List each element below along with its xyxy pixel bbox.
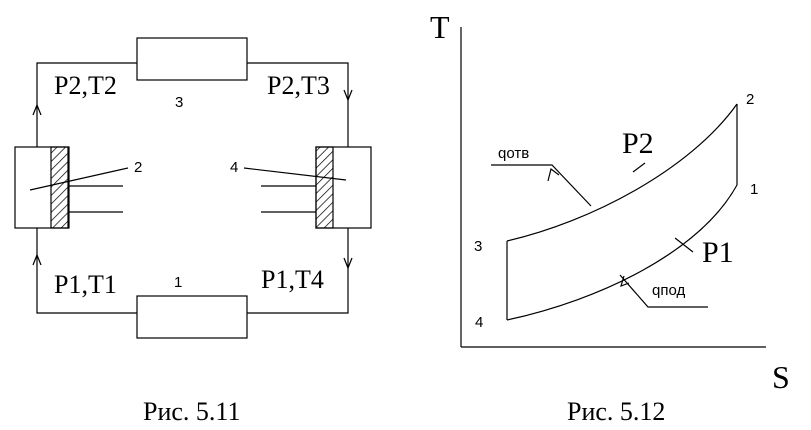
- leader-line-4: [243, 167, 347, 181]
- compressor-body: [14, 146, 70, 229]
- q-out-leader: [491, 164, 592, 207]
- axis-s-label: S: [772, 359, 790, 395]
- q-in-leader: [619, 274, 708, 308]
- label-point-1: 1: [750, 181, 758, 198]
- label-p1: P1: [702, 236, 734, 269]
- label-p2-t2: P2,T2: [54, 71, 117, 100]
- flow-arrow-down-right-bottom: [343, 257, 353, 270]
- label-q-in: qпод: [652, 282, 685, 299]
- label-p2: P2: [622, 127, 654, 160]
- label-p1-t1: P1,T1: [54, 270, 117, 299]
- label-unit-1: 1: [174, 274, 182, 291]
- ts-diagram: T S P2 P1 qотв qпод 2 1 3 4 Рис. 5.12: [430, 9, 790, 426]
- label-point-4: 4: [475, 314, 483, 331]
- flow-arrow-up-left-top: [32, 103, 42, 116]
- label-p2-t3: P2,T3: [267, 71, 330, 100]
- q-out-arrow: [547, 167, 560, 182]
- isobar-p1-curve: [506, 184, 738, 321]
- pipe-top-left: [36, 62, 137, 147]
- heat-exchanger-3: [136, 37, 248, 81]
- p2-tick: [632, 162, 646, 173]
- label-point-2: 2: [746, 91, 754, 108]
- label-p1-t4: P1,T4: [261, 265, 324, 294]
- pipe-top-right: [247, 62, 349, 147]
- compressor-piston: [50, 146, 69, 229]
- label-unit-2: 2: [134, 159, 142, 176]
- caption-fig-5-11: Рис. 5.11: [143, 397, 240, 426]
- heat-exchanger-1: [136, 295, 248, 339]
- axis-t-label: T: [430, 9, 450, 45]
- label-unit-4: 4: [230, 159, 238, 176]
- q-in-arrow: [620, 275, 630, 287]
- caption-fig-5-12: Рис. 5.12: [567, 397, 665, 426]
- label-point-3: 3: [474, 238, 482, 255]
- expander-piston: [315, 146, 334, 229]
- flow-arrow-up-left-bottom: [32, 253, 42, 266]
- isobar-p2-curve: [506, 103, 738, 242]
- pipe-bottom-right: [247, 228, 349, 314]
- flow-arrow-down-right-top: [343, 89, 353, 102]
- label-q-out: qотв: [498, 145, 529, 162]
- label-unit-3: 3: [175, 94, 183, 111]
- leader-line-2: [29, 167, 129, 191]
- cycle-schematic: P2,T2 P2,T3 P1,T1 P1,T4 3 1 2 4 Рис. 5.1…: [14, 37, 372, 426]
- p1-tick: [674, 237, 694, 253]
